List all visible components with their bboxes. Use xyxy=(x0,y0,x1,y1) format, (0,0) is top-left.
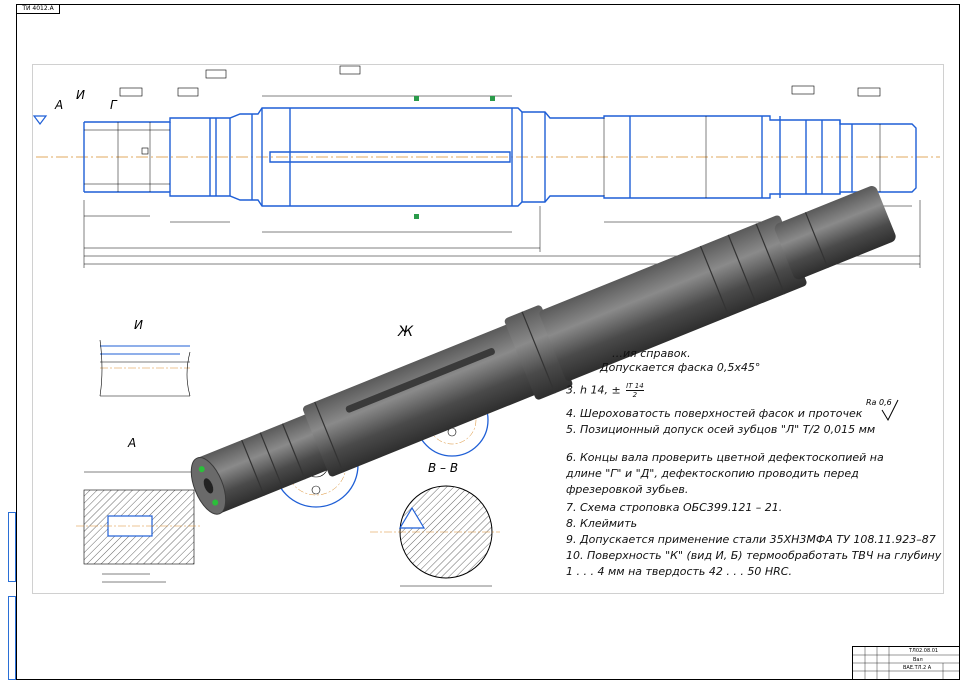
note-5: 5. Позиционный допуск осей зубцов "Л" T/… xyxy=(566,423,876,436)
drawing-frame xyxy=(16,4,960,680)
shaft-outline xyxy=(83,107,917,207)
view-label-Zh: Ж xyxy=(398,324,414,340)
note-3-fraction: IT 14 2 xyxy=(626,382,644,399)
title-block: ТЛ02.08.01 Вал ВАЕ.ТЛ.2 А xyxy=(852,646,960,680)
note-10b: 1 . . . 4 мм на твердость 42 . . . 50 HR… xyxy=(566,565,792,578)
view-label-section-BB: В – В xyxy=(428,461,459,475)
view-label-G-top: Г xyxy=(110,98,117,112)
view-label-A-top: А xyxy=(55,98,64,112)
title-name-1: Вал xyxy=(913,657,923,663)
note-3-fraction-num: IT 14 xyxy=(626,382,644,391)
title-name-2: ВАЕ.ТЛ.2 А xyxy=(903,665,932,671)
note-8: 8. Клеймить xyxy=(566,517,638,530)
view-label-I-top: И xyxy=(76,88,85,102)
section-BB xyxy=(370,485,500,587)
note-3-fraction-den: 2 xyxy=(632,391,638,399)
top-stamp: ТИ 4012.А xyxy=(16,4,60,14)
note-2: …ия справок. xyxy=(612,347,691,360)
note-6b: длине "Г" и "Д", дефектоскопию проводить… xyxy=(566,467,859,480)
note-10a: 10. Поверхность "К" (вид И, Б) термообра… xyxy=(566,549,942,562)
drawing-number: ТЛ02.08.01 xyxy=(909,648,939,654)
detail-A xyxy=(76,471,200,583)
note-3: 3. h 14, ± IT 14 2 xyxy=(566,382,644,399)
note-2b: Допускается фаска 0,5х45° xyxy=(600,361,761,374)
note-4: 4. Шероховатость поверхностей фасок и пр… xyxy=(566,407,863,420)
note-9: 9. Допускается применение стали 35ХН3МФА… xyxy=(566,533,936,546)
note-3-text: 3. h 14, ± xyxy=(566,383,621,397)
left-strip-lower xyxy=(8,596,16,680)
drawing-area xyxy=(32,64,944,594)
note-6c: фрезеровкой зубьев. xyxy=(566,483,689,496)
note-6a: 6. Концы вала проверить цветной дефектос… xyxy=(566,451,884,464)
roughness-value: Ra 0,6 xyxy=(866,398,892,407)
note-7: 7. Схема строповка ОБС399.121 – 21. xyxy=(566,501,783,514)
shaft-3d-render xyxy=(190,186,896,515)
view-label-I-detail: И xyxy=(134,318,143,332)
detail-I xyxy=(99,339,191,397)
left-strip-upper xyxy=(8,512,16,582)
view-label-A-detail: А xyxy=(128,436,137,450)
title-block-grid xyxy=(853,647,959,679)
